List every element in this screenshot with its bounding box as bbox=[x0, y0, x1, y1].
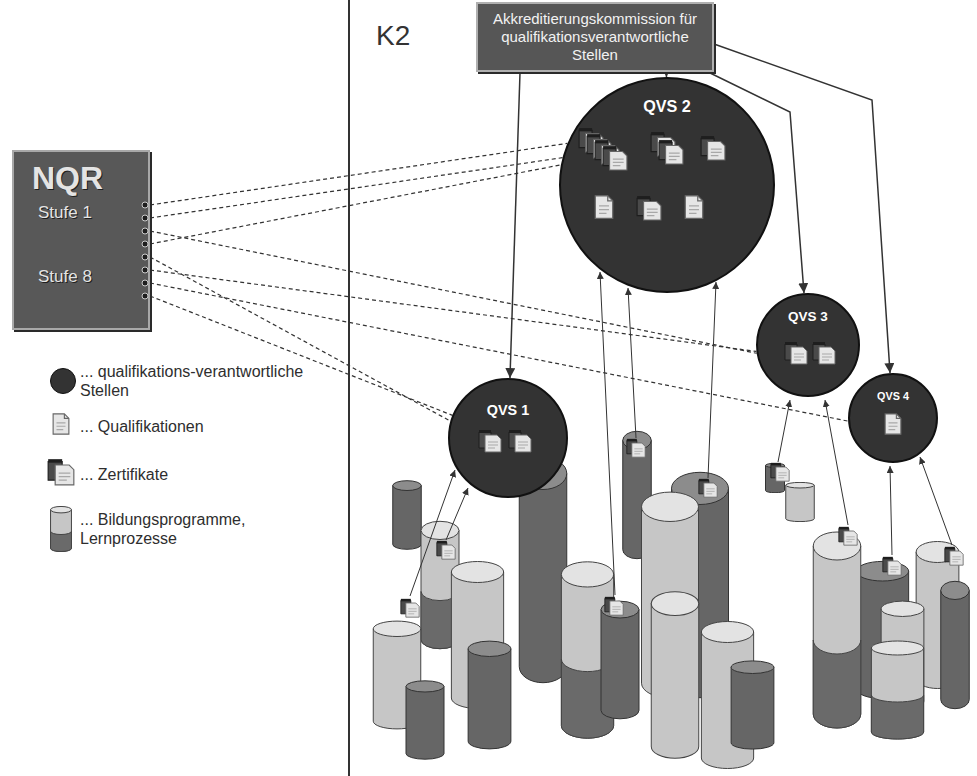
legend-text: ... Bildungsprogramme, Lernprozesse bbox=[80, 510, 312, 548]
section-label: K2 bbox=[376, 20, 410, 52]
label-box: K2 bbox=[376, 20, 410, 52]
legend-icons bbox=[48, 414, 74, 552]
legend-text: ... Zertifikate bbox=[80, 465, 312, 484]
circle-outline bbox=[848, 373, 938, 463]
reference-line bbox=[150, 296, 452, 415]
legend-swatch bbox=[50, 368, 76, 394]
qvs-qualifications bbox=[479, 128, 901, 452]
circle-shape bbox=[757, 294, 859, 396]
legend-item: ... qualifikations-verantwortliche Stell… bbox=[40, 362, 312, 400]
level-label: Stufe 1 bbox=[38, 203, 148, 223]
qvs-circle: QVS 1 bbox=[448, 378, 568, 498]
circle-outline bbox=[756, 293, 860, 397]
legend-item: ... Zertifikate bbox=[40, 462, 312, 488]
recognition-arrows bbox=[410, 272, 952, 596]
legend-text: ... Qualifikationen bbox=[80, 417, 312, 436]
reference-line bbox=[150, 158, 563, 218]
reference-line bbox=[150, 143, 567, 205]
qvs-circle: QVS 2 bbox=[559, 77, 775, 293]
reference-line bbox=[150, 165, 561, 244]
accreditation-arrow bbox=[666, 72, 668, 77]
circle-shape bbox=[449, 379, 567, 497]
circle-shape bbox=[560, 78, 774, 292]
circle-shape bbox=[849, 374, 937, 462]
legend-item: ... Qualifikationen bbox=[40, 414, 312, 440]
accreditation-arrow bbox=[510, 72, 520, 378]
qvs-name: QVS 1 bbox=[448, 402, 568, 419]
level-dots bbox=[142, 202, 148, 299]
qvs-name: QVS 4 bbox=[848, 390, 938, 403]
qvs-circle: QVS 3 bbox=[756, 293, 860, 397]
legend-text: ... qualifikations-verantwortliche Stell… bbox=[80, 362, 312, 400]
commission-name: Akkreditierungskommission für qualifikat… bbox=[486, 10, 704, 64]
divider-line bbox=[348, 0, 350, 776]
legend-item: ... Bildungsprogramme, Lernprozesse bbox=[40, 510, 312, 548]
education-programmes bbox=[373, 431, 969, 768]
level-label: Stufe 8 bbox=[38, 267, 148, 287]
framework-name: NQR bbox=[32, 160, 148, 197]
circle-outline bbox=[448, 378, 568, 498]
qvs-name: QVS 3 bbox=[756, 309, 860, 325]
framework-box: NQR Stufe 1 Stufe 8 bbox=[12, 150, 150, 330]
qvs-name: QVS 2 bbox=[559, 97, 775, 116]
commission-box: Akkreditierungskommission für qualifikat… bbox=[476, 2, 714, 72]
qvs-circle: QVS 4 bbox=[848, 373, 938, 463]
